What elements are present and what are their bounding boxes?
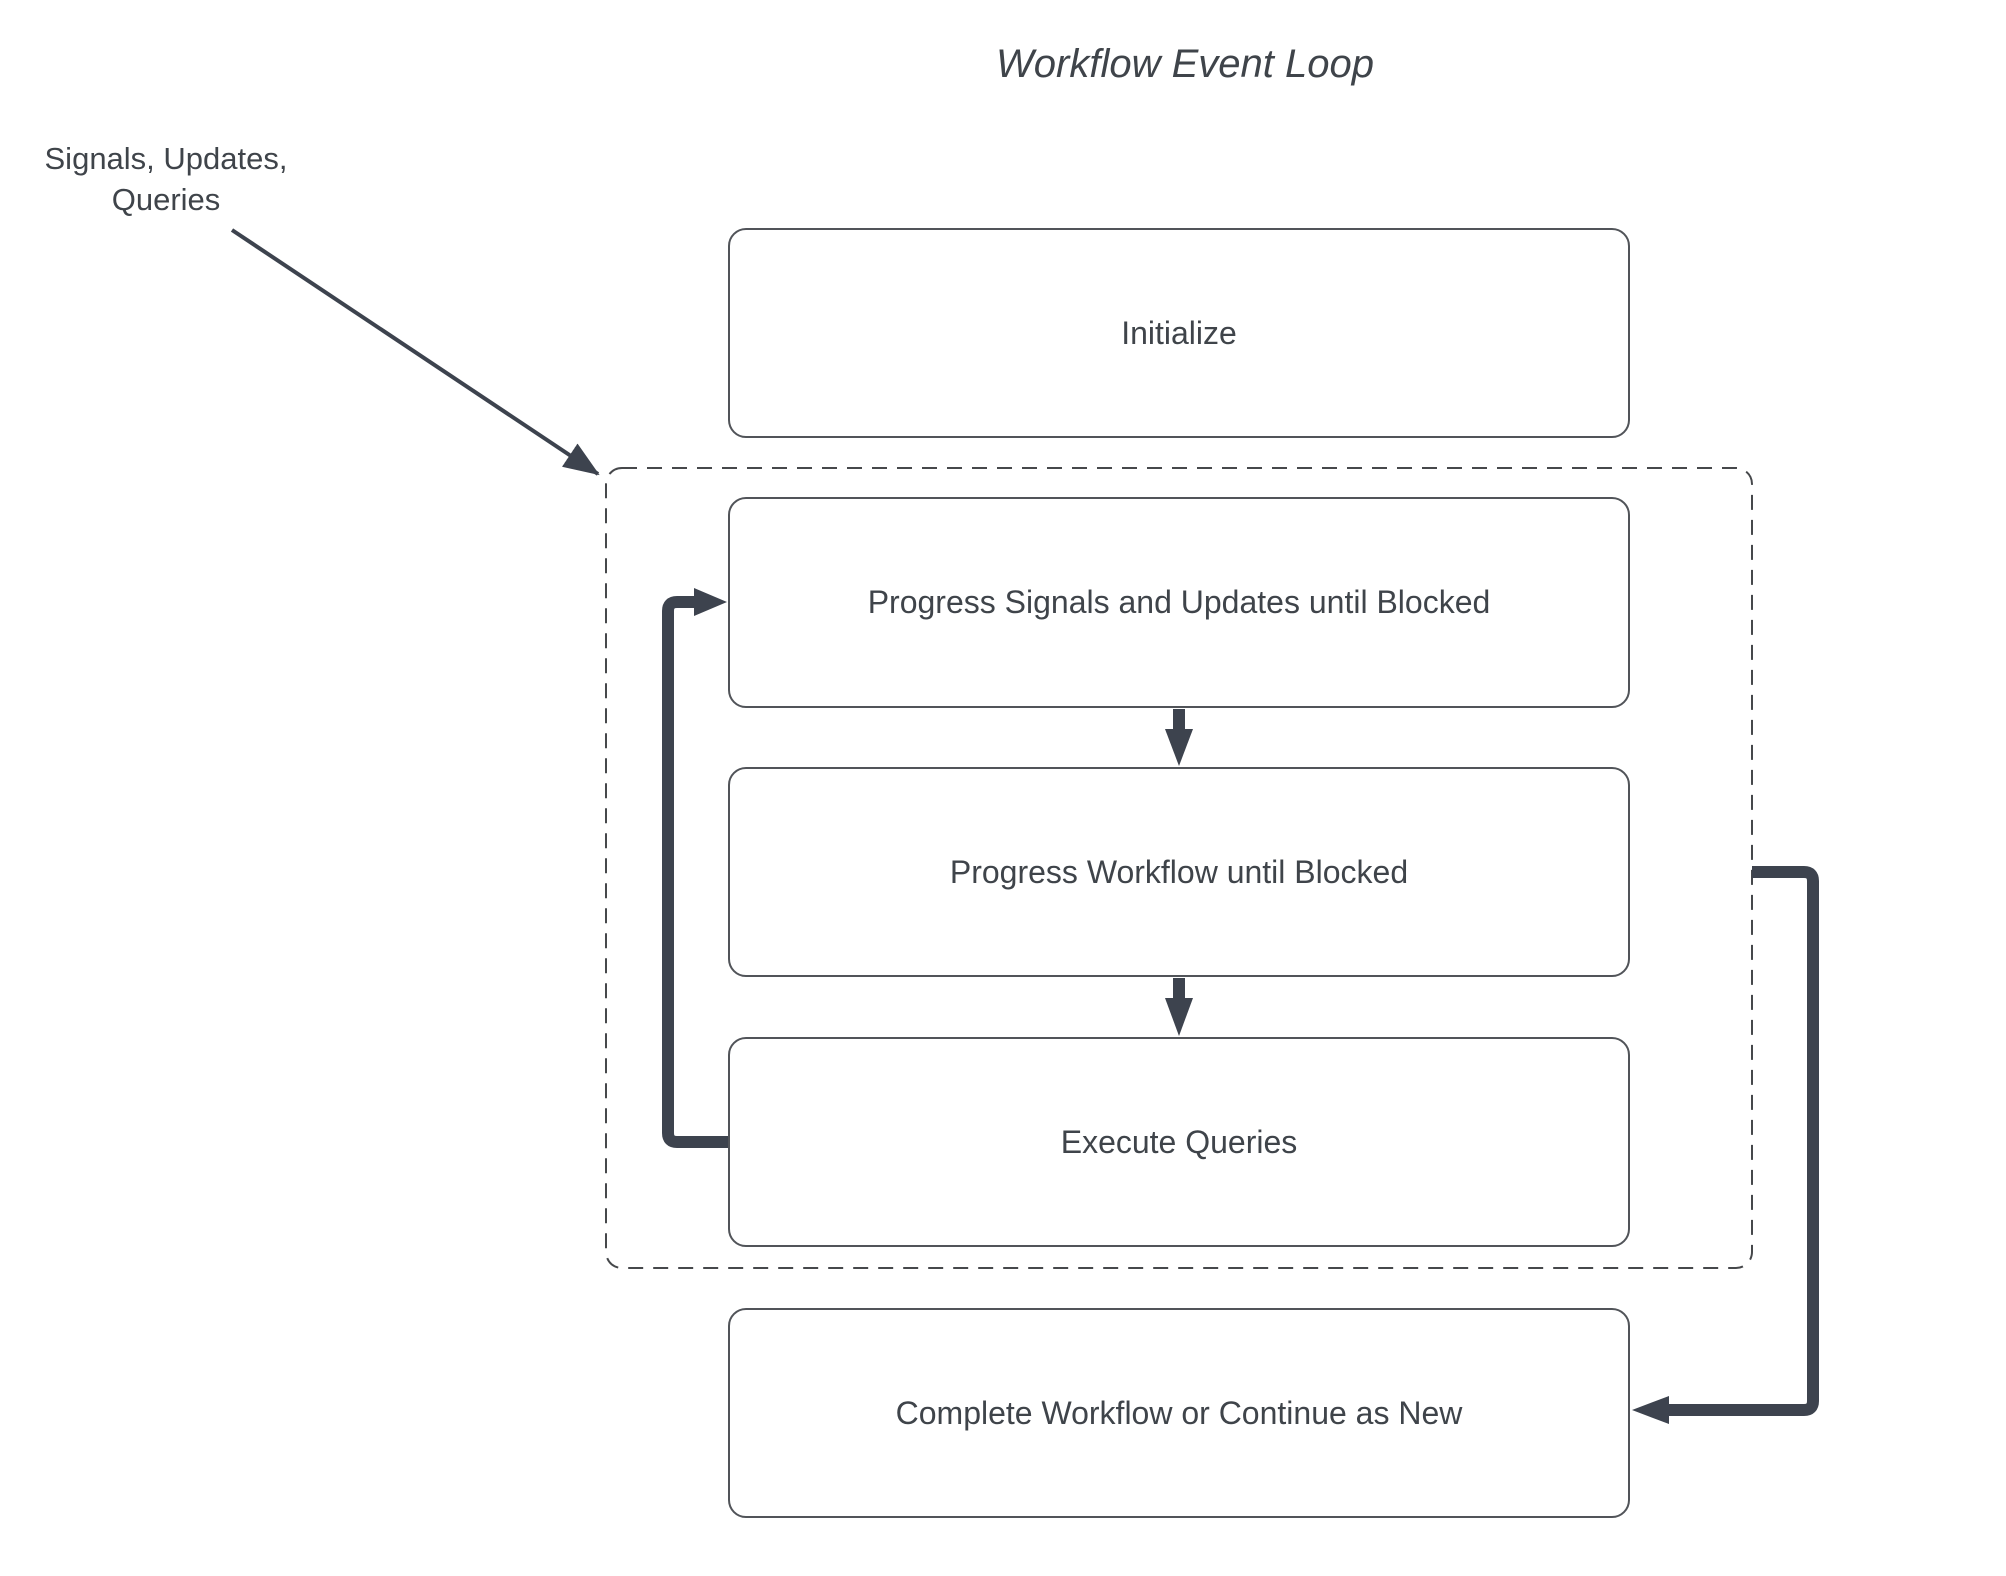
node-progress-workflow-label: Progress Workflow until Blocked [949, 853, 1409, 890]
signals-updates-queries-annotation: Signals, Updates, Queries [44, 141, 288, 217]
node-progress-signals: Progress Signals and Updates until Block… [728, 497, 1630, 708]
node-execute-queries-label: Execute Queries [1060, 1123, 1298, 1160]
arrow-queries-loop-back [662, 588, 728, 1148]
arrow-loop-to-complete [1632, 866, 1819, 1424]
event-loop-boundary [605, 467, 1753, 1269]
node-initialize: Initialize [728, 228, 1630, 438]
node-progress-workflow: Progress Workflow until Blocked [728, 767, 1630, 977]
node-initialize-label: Initialize [1121, 314, 1237, 351]
node-complete-workflow: Complete Workflow or Continue as New [728, 1308, 1630, 1518]
node-progress-signals-label: Progress Signals and Updates until Block… [867, 584, 1491, 620]
diagram-title: Workflow Event Loop [996, 42, 1374, 86]
annotation-arrow [230, 228, 600, 476]
arrow-signals-to-workflow [1165, 709, 1193, 766]
node-complete-workflow-label: Complete Workflow or Continue as New [895, 1394, 1463, 1431]
arrow-workflow-to-queries [1165, 978, 1193, 1036]
node-execute-queries: Execute Queries [728, 1037, 1630, 1247]
